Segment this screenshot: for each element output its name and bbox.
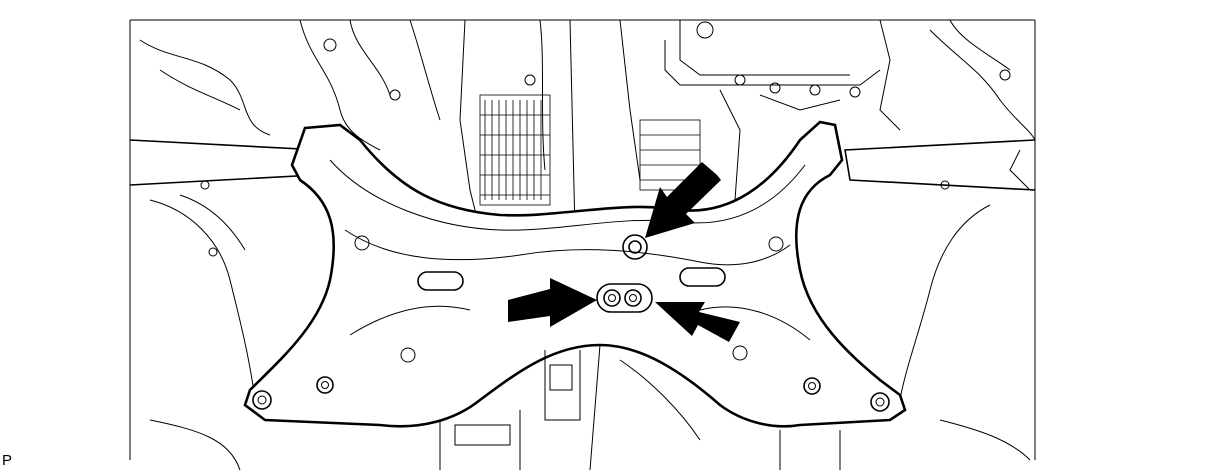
background-components bbox=[129, 19, 1036, 460]
callout-arrow-left bbox=[508, 278, 597, 327]
mounting-bolts bbox=[252, 376, 890, 412]
figure-code: P bbox=[2, 452, 13, 469]
callout-arrow-upper bbox=[645, 162, 721, 238]
background-bolts bbox=[323, 38, 1011, 101]
transmission-hatch bbox=[479, 94, 701, 206]
lower-arm-right bbox=[844, 139, 1036, 401]
lower-components bbox=[149, 344, 1031, 471]
callout-arrow-right bbox=[655, 302, 740, 342]
front-crossmember bbox=[243, 120, 907, 428]
target-bolts bbox=[596, 234, 653, 313]
